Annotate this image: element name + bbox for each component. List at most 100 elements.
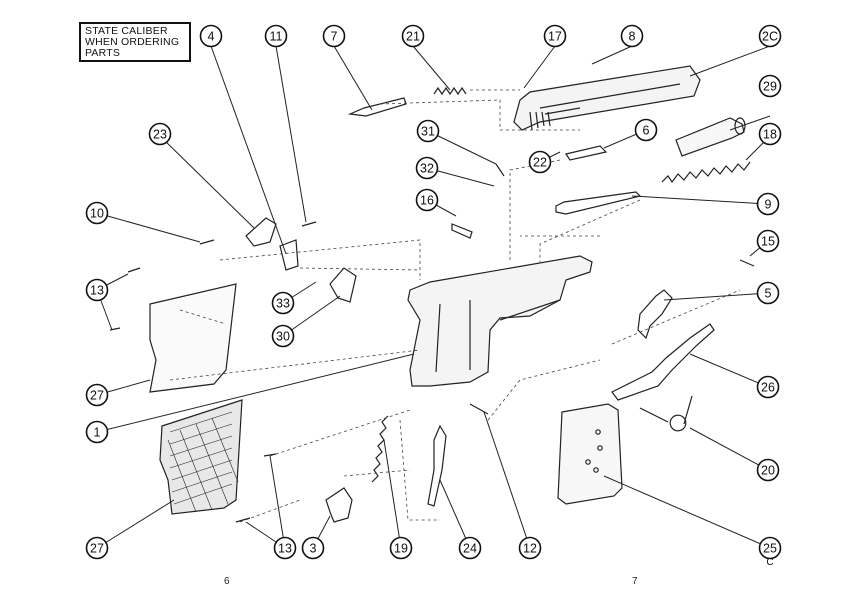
callout-32: 32 bbox=[415, 156, 439, 180]
callout-circle bbox=[273, 536, 297, 560]
callout-24: 24 bbox=[458, 536, 482, 560]
callout-label: 24 bbox=[463, 542, 477, 556]
callout-31: 31 bbox=[416, 119, 440, 143]
callout-27: 27 bbox=[85, 536, 109, 560]
state-caliber-notice: STATE CALIBER WHEN ORDERING PARTS bbox=[79, 22, 191, 62]
callout-3: 3 bbox=[301, 536, 325, 560]
callout-label: 21 bbox=[406, 30, 420, 44]
mainspring-part bbox=[371, 415, 389, 483]
callout-label: 4 bbox=[208, 30, 215, 44]
disconnector-part bbox=[329, 267, 357, 303]
callout-circle bbox=[389, 536, 413, 560]
callout-label: 3 bbox=[310, 542, 317, 556]
callout-label: 27 bbox=[90, 542, 104, 556]
trigger-bar-part bbox=[611, 323, 715, 401]
callout-circle bbox=[85, 420, 109, 444]
callout-label: 1 bbox=[94, 426, 101, 440]
firing-pin-spring-part bbox=[433, 86, 467, 96]
callout-circle bbox=[85, 383, 109, 407]
callout-circle bbox=[528, 150, 552, 174]
callout-label: 26 bbox=[761, 381, 775, 395]
callout-7: 7 bbox=[322, 24, 346, 48]
callout-label: 13 bbox=[278, 542, 292, 556]
callout-circle bbox=[85, 201, 109, 225]
callout-label: 20 bbox=[761, 464, 775, 478]
callout-2c: 2C bbox=[758, 24, 782, 48]
trigger-part bbox=[637, 289, 673, 340]
page-number-right: 7 bbox=[632, 576, 638, 587]
callout-10: 10 bbox=[85, 201, 109, 225]
callout-label: 33 bbox=[276, 297, 290, 311]
callout-4: 4 bbox=[199, 24, 223, 48]
frame-part bbox=[407, 255, 593, 387]
torsion-spring-part bbox=[639, 395, 693, 432]
callout-label: 12 bbox=[523, 542, 537, 556]
callout-label: 5 bbox=[765, 287, 772, 301]
callout-label: 18 bbox=[763, 128, 777, 142]
callout-circle bbox=[416, 119, 440, 143]
guide-rod-part bbox=[555, 191, 642, 215]
recoil-spring-part bbox=[661, 161, 751, 184]
callout-circle bbox=[758, 24, 782, 48]
callout-circle bbox=[756, 192, 780, 216]
callout-label: 29 bbox=[763, 80, 777, 94]
callout-27: 27 bbox=[85, 383, 109, 407]
callout-circle bbox=[401, 24, 425, 48]
callout-label: 25 bbox=[763, 542, 777, 556]
callout-circle bbox=[620, 24, 644, 48]
callout-label: 10 bbox=[90, 207, 104, 221]
callout-circle bbox=[271, 291, 295, 315]
callout-label: 9 bbox=[765, 198, 772, 212]
callout-label: C bbox=[766, 557, 773, 568]
hammer-strut-part bbox=[427, 424, 447, 507]
callout-label: 19 bbox=[394, 542, 408, 556]
callout-26: 26 bbox=[756, 375, 780, 399]
callout-label: 8 bbox=[629, 30, 636, 44]
callout-circle bbox=[758, 536, 782, 560]
callout-17: 17 bbox=[543, 24, 567, 48]
callout-circle bbox=[415, 156, 439, 180]
callout-label: 22 bbox=[533, 156, 547, 170]
notice-line: WHEN ORDERING bbox=[85, 36, 180, 48]
callout-circle bbox=[85, 278, 109, 302]
pin-part bbox=[451, 223, 473, 239]
callout-circle bbox=[756, 281, 780, 305]
sear-part bbox=[325, 487, 353, 523]
ejector-part bbox=[279, 239, 299, 271]
callout-label: 11 bbox=[270, 30, 283, 44]
callout-33: 33 bbox=[271, 291, 295, 315]
callout-6: 6 bbox=[634, 118, 658, 142]
callout-20: 20 bbox=[756, 458, 780, 482]
magazine-part bbox=[557, 403, 623, 505]
callout-1: 1 bbox=[85, 420, 109, 444]
callout-label: 16 bbox=[420, 194, 434, 208]
callout-circle bbox=[758, 122, 782, 146]
grip-panel-checkered bbox=[159, 399, 243, 515]
page-number-left: 6 bbox=[224, 576, 230, 587]
callout-13: 13 bbox=[273, 536, 297, 560]
callout-22: 22 bbox=[528, 150, 552, 174]
callout-label: 23 bbox=[153, 128, 167, 142]
callout-circle bbox=[85, 536, 109, 560]
callout-circle bbox=[264, 24, 288, 48]
callout-label: 2C bbox=[762, 30, 778, 44]
callout-label: 17 bbox=[548, 30, 562, 44]
callout-circle bbox=[148, 122, 172, 146]
callout-circle bbox=[758, 74, 782, 98]
callout-circle bbox=[458, 536, 482, 560]
callout-circle bbox=[756, 458, 780, 482]
callout-label: 6 bbox=[643, 124, 650, 138]
callout-label: 7 bbox=[331, 30, 338, 44]
notice-line: STATE CALIBER bbox=[85, 25, 168, 37]
callout-circle bbox=[518, 536, 542, 560]
callout-9: 9 bbox=[756, 192, 780, 216]
callout-21: 21 bbox=[401, 24, 425, 48]
firing-pin-part bbox=[347, 97, 407, 117]
grip-panel-back bbox=[149, 283, 237, 393]
callout-label: 31 bbox=[421, 125, 435, 139]
callout-11: 11 bbox=[264, 24, 288, 48]
callout-label: 15 bbox=[761, 235, 775, 249]
callout-30: 30 bbox=[271, 324, 295, 348]
